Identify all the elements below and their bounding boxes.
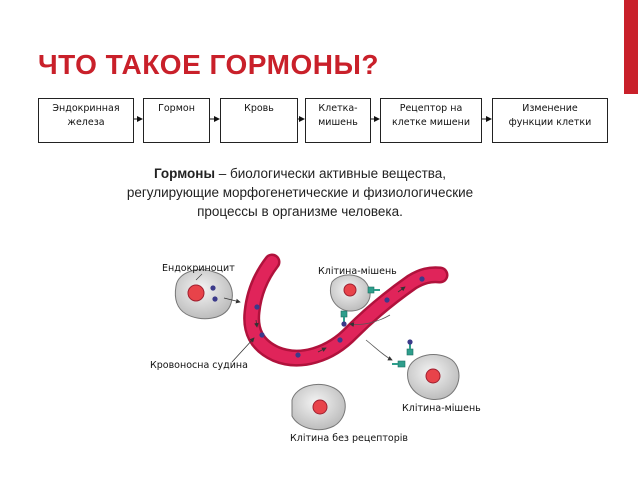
leader-line (195, 273, 203, 281)
receptor (397, 360, 406, 368)
label-cell-without-receptors: Клітина без рецепторів (290, 433, 409, 444)
flow-box-hormone: Гормон (143, 98, 210, 143)
flow-box-label-line1: Гормон (158, 103, 195, 114)
definition-text: Гормоны – биологически активные вещества… (70, 164, 530, 221)
hormone-molecule (407, 339, 413, 345)
flow-box-label-line2: функции клетки (508, 117, 592, 128)
flow-box-label-line1: Эндокринная (52, 103, 120, 114)
flow-box-endocrine-gland: Эндокринная железа (38, 98, 134, 143)
page-title: ЧТО ТАКОЕ ГОРМОНЫ? (38, 49, 379, 80)
flow-box-label-line2: железа (67, 117, 105, 128)
label-target-cell-right: Клітина-мішень (402, 403, 481, 414)
target-cell-right-nucleus (425, 368, 441, 384)
definition-line3: процессы в организме человека. (197, 204, 403, 219)
definition-line1: – биологически активные вещества, (214, 166, 447, 181)
label-blood-vessel: Кровоносна судина (150, 360, 248, 371)
hormone-molecule (254, 304, 260, 310)
hormone-molecule (419, 276, 425, 282)
flow-box-receptor: Рецептор на клетке мишени (380, 98, 482, 143)
target-cell-top-nucleus (343, 283, 357, 297)
receptor (367, 286, 375, 294)
hormone-molecule (212, 296, 218, 302)
flow-box-target-cell: Клетка- мишень (305, 98, 371, 143)
label-target-cell-top: Клітина-мішень (318, 266, 397, 277)
flow-box-label-line2: клетке мишени (391, 117, 471, 128)
label-endocrinocyte: Ендокриноцит (162, 263, 235, 274)
hormone-molecule (295, 352, 301, 358)
flow-box-blood: Кровь (220, 98, 298, 143)
receptor (406, 348, 414, 356)
hormone-molecule (337, 337, 343, 343)
hormone-molecule (384, 297, 390, 303)
flow-box-label-line1: Рецептор на (399, 103, 463, 114)
flow-box-label-line2: мишень (318, 117, 358, 128)
hormone-molecule (259, 332, 265, 338)
receptor (340, 310, 348, 318)
endocrinocyte-nucleus (187, 284, 205, 302)
hormone-molecule (210, 285, 216, 291)
leader-line (231, 337, 255, 363)
definition-term: Гормоны (153, 166, 215, 181)
blood-vessel-lumen (245, 256, 446, 365)
flow-box-label-line1: Кровь (244, 103, 274, 114)
hormone-molecule (341, 321, 347, 327)
cell-without-receptors-nucleus (312, 399, 328, 415)
flow-box-label-line1: Изменение (522, 103, 578, 114)
definition-line2: регулирующие морфогенетические и физиоло… (126, 185, 474, 200)
flow-box-function-change: Изменение функции клетки (492, 98, 608, 143)
accent-bar (624, 0, 638, 94)
flow-box-label-line1: Клетка- (318, 103, 358, 114)
